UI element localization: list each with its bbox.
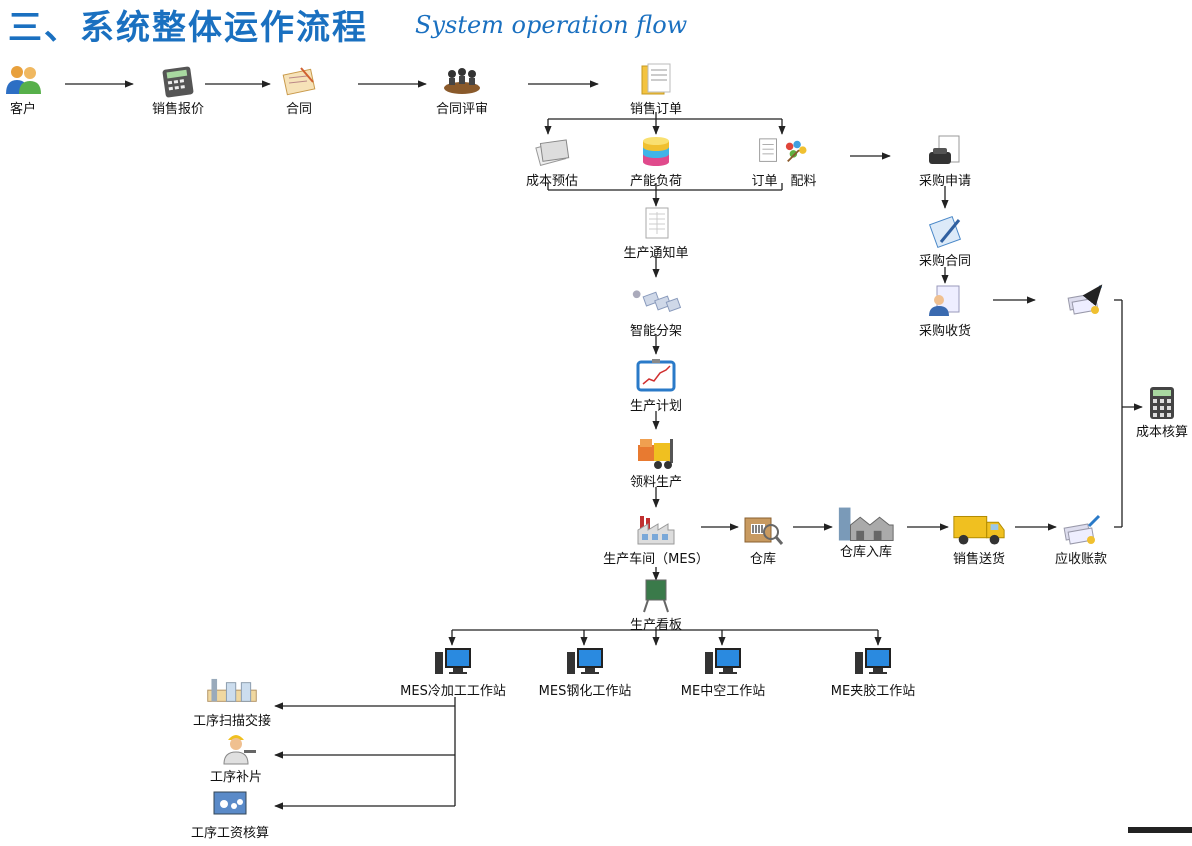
label-purchase-contract: 采购合同 — [918, 254, 971, 269]
contract-icon — [282, 67, 316, 96]
node-capacity-load: 产能负荷 — [591, 134, 721, 194]
label-process-patch: 工序补片 — [209, 770, 262, 785]
warehouse-building-icon — [838, 507, 894, 541]
node-process-wage: 工序工资核算 — [165, 786, 295, 846]
node-process-patch: 工序补片 — [171, 730, 301, 790]
label-mes-cold: MES冷加工工作站 — [400, 684, 506, 699]
salary-board-icon — [213, 791, 247, 815]
label-purchase-request: 采购申请 — [918, 174, 971, 189]
label-process-wage: 工序工资核算 — [190, 826, 269, 841]
easel-board-icon — [643, 579, 669, 613]
label-contract: 合同 — [285, 102, 312, 117]
label-production-board: 生产看板 — [629, 618, 682, 633]
calculator-icon — [162, 66, 194, 98]
node-warehouse: 仓库 — [698, 512, 828, 572]
phone-document-icon — [929, 135, 960, 164]
label-sales-order: 销售订单 — [629, 102, 682, 117]
node-mes-cold: MES冷加工工作站 — [383, 644, 523, 704]
label-production-notice: 生产通知单 — [623, 246, 689, 261]
node-smart-rack: 智能分架 — [591, 284, 721, 344]
barcode-box-icon — [744, 517, 784, 545]
node-production-notice: 生产通知单 — [591, 206, 721, 266]
documents-icon — [535, 139, 570, 166]
node-cost-accounting: 成本核算 — [1097, 385, 1192, 445]
computer-icon — [705, 648, 741, 674]
node-customer: 客户 — [0, 62, 88, 122]
label-receivables: 应收账款 — [1054, 552, 1107, 567]
folder-icon — [641, 63, 671, 95]
label-purchase-receipt: 采购收货 — [918, 324, 971, 339]
customer-icon — [6, 66, 41, 94]
label-cost-accounting: 成本核算 — [1135, 425, 1188, 440]
label-sales-delivery: 销售送货 — [952, 552, 1005, 567]
node-workshop: 生产车间（MES） — [578, 512, 734, 572]
page-subtitle: System operation flow — [415, 11, 688, 39]
node-material-issue: 领料生产 — [591, 435, 721, 495]
label-production-plan: 生产计划 — [629, 399, 682, 414]
node-production-board: 生产看板 — [591, 578, 721, 638]
rack-icon — [632, 290, 682, 313]
label-order-material: 订单 配料 — [751, 174, 817, 189]
label-me-hollow: ME中空工作站 — [680, 684, 766, 699]
worker-icon — [223, 735, 256, 765]
node-warehouse-in: 仓库入库 — [801, 505, 931, 565]
label-material-issue: 领料生产 — [629, 475, 682, 490]
order-material-icon — [759, 138, 807, 163]
label-smart-rack: 智能分架 — [629, 324, 682, 339]
node-cost-pile-purchase — [1020, 282, 1150, 342]
label-customer: 客户 — [9, 102, 36, 117]
calculator-icon — [1150, 387, 1174, 419]
label-capacity-load: 产能负荷 — [629, 174, 682, 189]
money-stack-icon — [1063, 514, 1101, 545]
label-me-laminated: ME夹胶工作站 — [830, 684, 916, 699]
node-contract: 合同 — [234, 62, 364, 122]
node-me-hollow: ME中空工作站 — [653, 644, 793, 704]
computer-icon — [567, 648, 603, 674]
receipt-person-icon — [929, 285, 960, 316]
label-workshop: 生产车间（MES） — [603, 552, 709, 567]
node-order-material: 订单 配料 — [719, 134, 849, 194]
label-process-scan: 工序扫描交接 — [192, 714, 271, 729]
label-warehouse-in: 仓库入库 — [839, 545, 892, 560]
truck-icon — [953, 515, 1005, 545]
node-quotation: 销售报价 — [113, 62, 243, 122]
node-receivables: 应收账款 — [1016, 512, 1146, 572]
factory-icon — [637, 516, 675, 545]
node-cost-estimate: 成本预估 — [487, 134, 617, 194]
node-process-scan: 工序扫描交接 — [167, 674, 297, 734]
node-purchase-contract: 采购合同 — [880, 214, 1010, 274]
computer-icon — [435, 648, 471, 674]
label-contract-review: 合同评审 — [435, 102, 488, 117]
node-sales-delivery: 销售送货 — [914, 512, 1044, 572]
node-me-laminated: ME夹胶工作站 — [803, 644, 943, 704]
production-line-icon — [207, 678, 257, 702]
label-warehouse: 仓库 — [749, 552, 776, 567]
node-production-plan: 生产计划 — [591, 359, 721, 419]
forklift-icon — [638, 439, 673, 469]
label-quotation: 销售报价 — [151, 102, 204, 117]
clipboard-pen-icon — [928, 215, 962, 249]
form-icon — [645, 207, 669, 239]
page-title: 三、系统整体运作流程 — [8, 8, 368, 48]
node-contract-review: 合同评审 — [397, 62, 527, 122]
label-cost-estimate: 成本预估 — [525, 174, 578, 189]
node-purchase-receipt: 采购收货 — [880, 284, 1010, 344]
node-mes-tempered: MES钢化工作站 — [515, 644, 655, 704]
stacked-cylinder-icon — [643, 137, 669, 166]
node-sales-order: 销售订单 — [591, 62, 721, 122]
node-purchase-request: 采购申请 — [880, 134, 1010, 194]
computer-icon — [855, 648, 891, 674]
meeting-icon — [444, 68, 480, 94]
label-mes-tempered: MES钢化工作站 — [538, 684, 632, 699]
money-stack-icon — [1067, 284, 1103, 315]
corner-mark — [1128, 827, 1192, 833]
chart-board-icon — [636, 359, 676, 392]
